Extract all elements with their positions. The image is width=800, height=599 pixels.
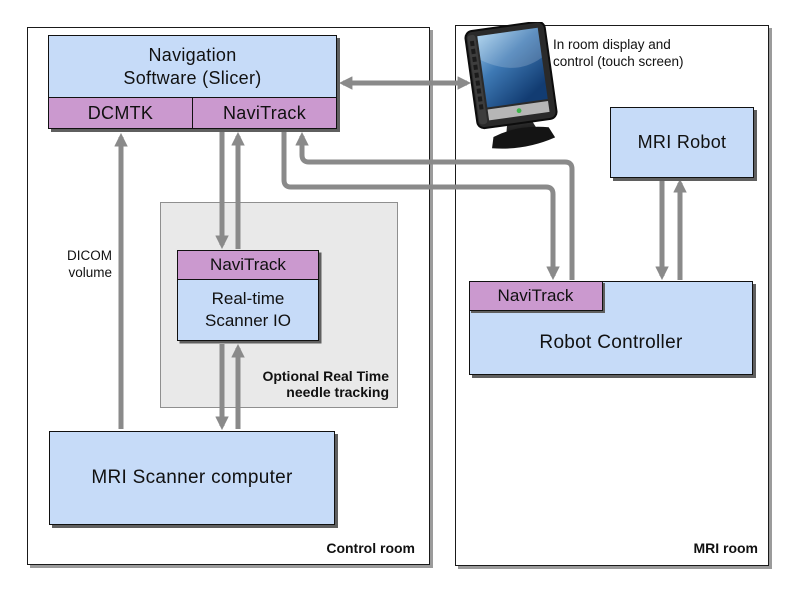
mri-robot-label: MRI Robot — [637, 131, 727, 152]
navigation-title-line1: Navigation — [148, 45, 237, 65]
mri-scanner-computer-label: MRI Scanner computer — [91, 467, 293, 489]
touch-screen-monitor-icon — [464, 22, 558, 149]
dicom-volume-label: DICOM volume — [38, 247, 112, 281]
navitrack-label: NaviTrack — [222, 102, 307, 123]
robot-navitrack-label: NaviTrack — [497, 285, 574, 305]
mri-robot-box: MRI Robot — [610, 107, 754, 178]
optional-needle-tracking-caption: Optional Real Time needle tracking — [262, 368, 389, 400]
arrow-robot-navitrack-to-navsw — [295, 131, 575, 280]
realtime-scanner-io-body: Real-time Scanner IO — [178, 280, 318, 340]
dcmtk-module: DCMTK — [49, 98, 192, 128]
mri-scanner-computer-box: MRI Scanner computer — [49, 431, 335, 525]
dicom-line1: DICOM — [67, 248, 112, 263]
display-caption-line2: control (touch screen) — [553, 54, 684, 69]
control-room-label: Control room — [326, 540, 415, 556]
navigation-software-box: Navigation Software (Slicer) DCMTK NaviT… — [48, 35, 337, 129]
robot-controller-box: NaviTrack Robot Controller — [468, 280, 753, 375]
robot-navitrack-tab: NaviTrack — [468, 280, 603, 311]
display-caption: In room display and control (touch scree… — [553, 36, 723, 70]
mid-navitrack-label: NaviTrack — [210, 255, 286, 274]
caption-line2: needle tracking — [286, 384, 389, 400]
navigation-software-title-area: Navigation Software (Slicer) — [49, 36, 336, 97]
mid-navitrack-header: NaviTrack — [178, 251, 318, 280]
mri-room-label: MRI room — [693, 540, 758, 556]
dcmtk-label: DCMTK — [87, 102, 154, 123]
realtime-scanner-io-box: NaviTrack Real-time Scanner IO — [177, 250, 319, 341]
display-caption-line1: In room display and — [553, 37, 671, 52]
dicom-line2: volume — [68, 265, 112, 280]
arrow-navsw-to-robot-navitrack — [281, 131, 560, 281]
scanner-io-line1: Real-time — [211, 288, 285, 308]
scanner-io-line2: Scanner IO — [205, 311, 291, 330]
robot-controller-label: Robot Controller — [539, 332, 683, 353]
navigation-title-line2: Software (Slicer) — [123, 67, 262, 88]
caption-line1: Optional Real Time — [262, 368, 389, 384]
navitrack-module: NaviTrack — [192, 98, 336, 128]
